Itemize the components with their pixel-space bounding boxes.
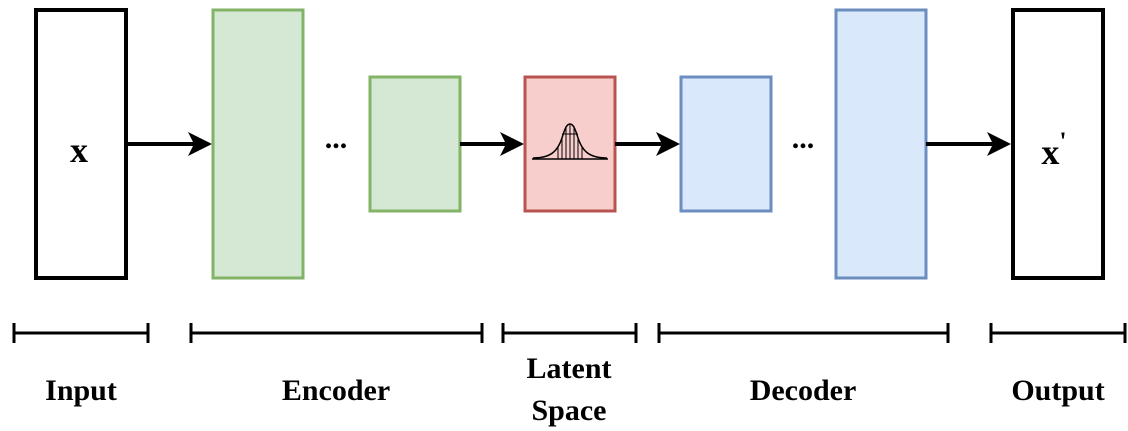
output-symbol: x' bbox=[1041, 127, 1066, 172]
latent-label-line1: Latent bbox=[527, 352, 612, 385]
output-bracket bbox=[989, 323, 1127, 343]
output-label: Output bbox=[1011, 374, 1104, 407]
arrow-decoder-to-output bbox=[926, 132, 1011, 156]
decoder-ellipsis: ... bbox=[792, 122, 815, 155]
decoder-layer-1 bbox=[679, 75, 773, 213]
arrow-input-to-encoder bbox=[126, 132, 212, 156]
latent-label-line2: Space bbox=[532, 394, 607, 427]
output-symbol-base: x bbox=[1041, 132, 1059, 172]
input-box bbox=[34, 8, 128, 280]
encoder-label: Encoder bbox=[282, 374, 390, 407]
input-bracket bbox=[12, 323, 150, 343]
decoder-label: Decoder bbox=[750, 374, 857, 407]
encoder-layer-2 bbox=[368, 75, 462, 213]
input-label: Input bbox=[45, 374, 117, 407]
arrow-latent-to-decoder bbox=[615, 132, 680, 156]
output-symbol-prime: ' bbox=[1059, 127, 1066, 156]
decoder-layer-2 bbox=[834, 8, 928, 280]
input-symbol: x bbox=[70, 130, 88, 170]
decoder-bracket bbox=[657, 323, 950, 343]
encoder-bracket bbox=[189, 323, 484, 343]
arrow-encoder-to-latent bbox=[460, 132, 524, 156]
latent-bracket bbox=[501, 323, 638, 343]
output-box bbox=[1011, 8, 1105, 280]
encoder-ellipsis: ... bbox=[325, 122, 348, 155]
encoder-layer-1 bbox=[211, 8, 305, 280]
gaussian-distribution-icon bbox=[532, 123, 608, 160]
